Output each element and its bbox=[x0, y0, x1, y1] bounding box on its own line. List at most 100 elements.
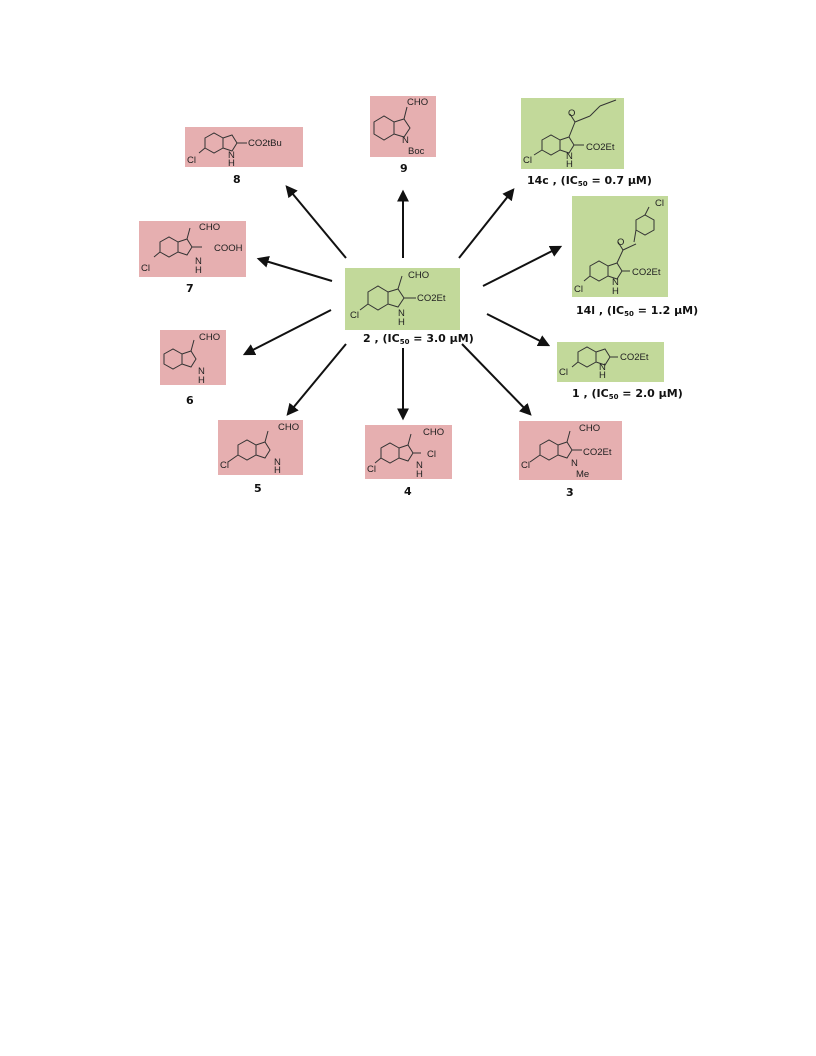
compound-2-cl: Cl bbox=[350, 310, 359, 321]
arrow-to-5 bbox=[286, 343, 347, 416]
compound-6-cho: CHO bbox=[199, 332, 220, 343]
arrow-to-3 bbox=[461, 343, 532, 416]
compound-8-structure bbox=[198, 132, 247, 154]
compound-14c-nh-h: H bbox=[566, 159, 573, 170]
compound-14c-nh: N bbox=[566, 151, 573, 162]
compound-4-label: 4 bbox=[404, 485, 412, 498]
compound-2-cho: CHO bbox=[408, 270, 429, 281]
compound-8-nh: N bbox=[228, 150, 235, 161]
compound-6-structure bbox=[163, 339, 197, 370]
compound-14l-ester: CO2Et bbox=[632, 267, 661, 278]
arrow-to-6 bbox=[242, 309, 332, 356]
compound-9-label: 9 bbox=[400, 162, 408, 175]
compound-5-cl: Cl bbox=[220, 460, 229, 471]
compound-7-cho: CHO bbox=[199, 222, 220, 233]
compound-1-box bbox=[557, 342, 664, 382]
compound-9-box bbox=[370, 96, 436, 157]
compound-5-label: 5 bbox=[254, 482, 262, 495]
compound-4-cl-left: Cl bbox=[367, 464, 376, 475]
compound-1-label: 1 , (IC50 = 2.0 μM) bbox=[572, 387, 683, 401]
compound-9-boc: Boc bbox=[408, 146, 425, 157]
compound-6: CHO N H 6 bbox=[160, 330, 226, 407]
compound-8-nh-h: H bbox=[228, 158, 235, 169]
compound-14c-carbonyl-o: O bbox=[568, 108, 575, 119]
compound-3-cl: Cl bbox=[521, 460, 530, 471]
compound-7-cl: Cl bbox=[141, 263, 150, 274]
compound-5-box bbox=[218, 420, 303, 475]
compound-14l-aryl bbox=[633, 206, 655, 243]
compound-3-n: N bbox=[571, 458, 578, 469]
compound-14l-structure bbox=[583, 241, 637, 282]
compound-4-nh: N bbox=[416, 460, 423, 471]
compound-4-cl-right: Cl bbox=[427, 449, 436, 460]
compound-14c-cl: Cl bbox=[523, 155, 532, 166]
compound-7-nh: N bbox=[195, 256, 202, 267]
compound-7-cooh: COOH bbox=[214, 243, 243, 254]
compound-14l-cl-left: Cl bbox=[574, 284, 583, 295]
compound-9-n: N bbox=[402, 135, 409, 146]
arrow-to-14l bbox=[482, 245, 563, 287]
compound-2: CHO CO2Et Cl N H 2 , (IC50 = 3.0 μM) bbox=[345, 268, 474, 346]
compound-1: CO2Et Cl N H 1 , (IC50 = 2.0 μM) bbox=[557, 342, 683, 401]
compound-6-label: 6 bbox=[186, 394, 194, 407]
compound-14l-cl-top: Cl bbox=[655, 198, 664, 209]
arrow-to-14c bbox=[458, 188, 515, 259]
compound-7-nh-h: H bbox=[195, 265, 202, 276]
compound-9-cho: CHO bbox=[407, 97, 428, 108]
compound-2-label: 2 , (IC50 = 3.0 μM) bbox=[363, 332, 474, 346]
compound-4: CHO Cl Cl N H 4 bbox=[365, 425, 452, 498]
compound-9: CHO N Boc 9 bbox=[370, 96, 436, 175]
compound-3-cho: CHO bbox=[579, 423, 600, 434]
compound-5-structure bbox=[227, 430, 271, 463]
compound-1-nh-h: H bbox=[599, 370, 606, 381]
arrow-to-1 bbox=[486, 313, 551, 347]
compound-4-nh-h: H bbox=[416, 469, 423, 480]
arrow-to-7 bbox=[256, 256, 333, 282]
compound-2-box bbox=[345, 268, 460, 330]
arrows bbox=[242, 185, 563, 421]
compound-14c-ester: CO2Et bbox=[586, 142, 615, 153]
compound-2-nh-h: H bbox=[398, 317, 405, 328]
compound-8-cl: Cl bbox=[187, 155, 196, 166]
compound-1-structure bbox=[571, 346, 618, 368]
compound-2-nh: N bbox=[398, 308, 405, 319]
compound-14l: Cl O CO2Et Cl N H 14l , (IC50 = 1.2 μM) bbox=[572, 196, 698, 318]
compound-3: CHO CO2Et Cl N Me 3 bbox=[519, 421, 622, 499]
compound-14l-carbonyl-o: O bbox=[617, 237, 624, 248]
compound-14c-structure bbox=[533, 99, 617, 156]
compound-5-nh-h: H bbox=[274, 465, 281, 476]
compound-1-ester: CO2Et bbox=[620, 352, 649, 363]
compound-3-box bbox=[519, 421, 622, 480]
compound-2-ester: CO2Et bbox=[417, 293, 446, 304]
compound-9-structure bbox=[373, 106, 411, 141]
compound-2-structure bbox=[359, 275, 416, 311]
compound-7: CHO COOH Cl N H 7 bbox=[139, 221, 246, 295]
compound-4-box bbox=[365, 425, 452, 479]
compound-5-nh: N bbox=[274, 457, 281, 468]
compound-1-nh: N bbox=[599, 362, 606, 373]
compound-14c-box bbox=[521, 98, 624, 169]
compound-5-cho: CHO bbox=[278, 422, 299, 433]
arrow-to-8 bbox=[285, 185, 347, 259]
compound-3-structure bbox=[529, 430, 582, 463]
compound-7-label: 7 bbox=[186, 282, 194, 295]
compound-1-cl: Cl bbox=[559, 367, 568, 378]
compound-14c-label: 14c , (IC50 = 0.7 μM) bbox=[527, 174, 652, 188]
compound-4-cho: CHO bbox=[423, 427, 444, 438]
compound-3-label: 3 bbox=[566, 486, 574, 499]
compound-8: CO2tBu Cl N H 8 bbox=[185, 127, 303, 186]
compound-4-structure bbox=[374, 433, 421, 464]
compound-3-ester: CO2Et bbox=[583, 447, 612, 458]
compound-14l-label: 14l , (IC50 = 1.2 μM) bbox=[576, 304, 698, 318]
compound-8-box bbox=[185, 127, 303, 167]
compound-5: CHO Cl N H 5 bbox=[218, 420, 303, 495]
compound-6-nh: N bbox=[198, 366, 205, 377]
compound-8-label: 8 bbox=[233, 173, 241, 186]
compound-7-structure bbox=[153, 227, 202, 258]
compound-8-ester: CO2tBu bbox=[248, 138, 282, 149]
compound-14l-box bbox=[572, 196, 668, 297]
compound-14c: O CO2Et Cl N H 14c , (IC50 = 0.7 μM) bbox=[521, 98, 652, 188]
compound-7-box bbox=[139, 221, 246, 277]
compound-6-nh-h: H bbox=[198, 375, 205, 386]
